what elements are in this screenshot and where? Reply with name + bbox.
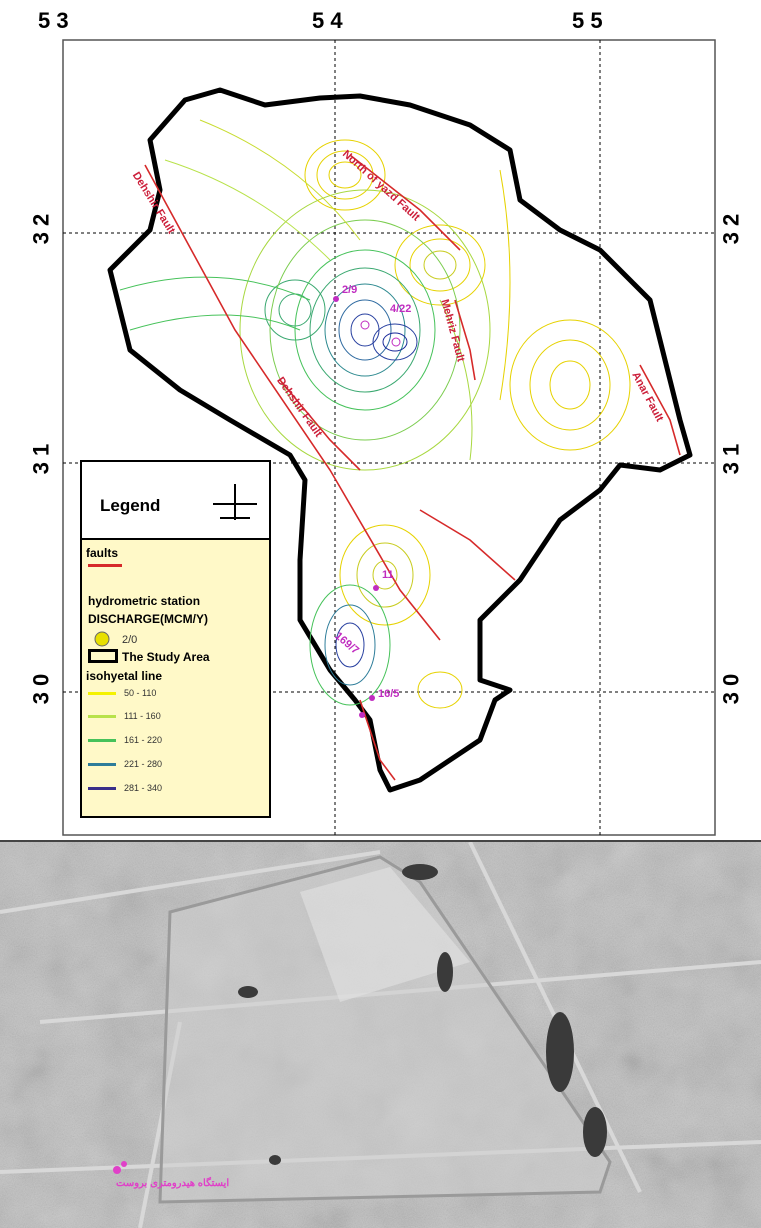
legend-discharge-label: DISCHARGE(MCM/Y)	[88, 612, 208, 626]
hydrometric-stations	[333, 296, 401, 718]
north-arrow-icon	[213, 484, 257, 520]
reservoir-area	[158, 855, 612, 1204]
legend-isohyetal-label: isohyetal line	[86, 669, 163, 683]
legend-station-label: hydrometric station	[88, 594, 201, 608]
legend-fault-swatch	[88, 564, 122, 567]
legend-study-area-label: The Study Area	[122, 650, 210, 664]
station-label-2: 4/22	[390, 303, 412, 315]
station-marker	[113, 1166, 121, 1174]
legend-header: Legend	[82, 462, 269, 540]
map-legend: Legend faults hydrometric station DISCHA…	[80, 460, 271, 818]
y-tick-32-right: 3 2	[718, 213, 744, 245]
station-label-5: 16/5	[378, 688, 400, 700]
study-area-swatch	[88, 649, 118, 663]
y-tick-32-left: 3 2	[28, 213, 54, 245]
x-tick-53: 5 3	[38, 8, 69, 33]
y-tick-31-right: 3 1	[718, 443, 744, 475]
station-symbol-icon	[94, 631, 110, 647]
vegetation-clusters	[238, 864, 607, 1165]
legend-class-swatch-3	[88, 739, 116, 742]
satellite-image	[0, 842, 761, 1228]
satellite-image-panel: ایستگاه هیدرومتری بروست	[0, 840, 761, 1228]
fault-lines	[144, 154, 681, 781]
study-area-boundary	[107, 87, 693, 793]
legend-class-2: 111 - 160	[124, 711, 161, 721]
legend-class-swatch-1	[88, 692, 116, 695]
isohyetal-contours	[119, 119, 631, 709]
legend-class-4: 221 - 280	[124, 759, 163, 769]
station-label-3: 11	[382, 569, 394, 581]
legend-class-1: 50 - 110	[124, 688, 157, 698]
legend-class-swatch-2	[88, 715, 116, 718]
legend-title: Legend	[100, 496, 161, 515]
legend-class-swatch-5	[88, 787, 116, 790]
x-tick-55: 5 5	[572, 8, 603, 33]
station-label-1: 2/9	[342, 284, 358, 296]
legend-class-3: 161 - 220	[124, 735, 163, 745]
map-panel: 5 3 5 4 5 5 3 2 3 1 3 0 3 2 3 1 3 0 Dehs…	[28, 8, 744, 836]
y-tick-30-right: 3 0	[718, 673, 744, 705]
y-tick-30-left: 3 0	[28, 673, 54, 705]
y-tick-31-left: 3 1	[28, 443, 54, 475]
satellite-station-caption: ایستگاه هیدرومتری بروست	[116, 1178, 230, 1189]
legend-class-5: 281 - 340	[124, 783, 163, 793]
legend-faults-label: faults	[86, 546, 119, 560]
x-tick-54: 5 4	[312, 8, 343, 33]
legend-class-swatch-4	[88, 763, 116, 766]
legend-discharge-value: 2/0	[122, 634, 138, 646]
